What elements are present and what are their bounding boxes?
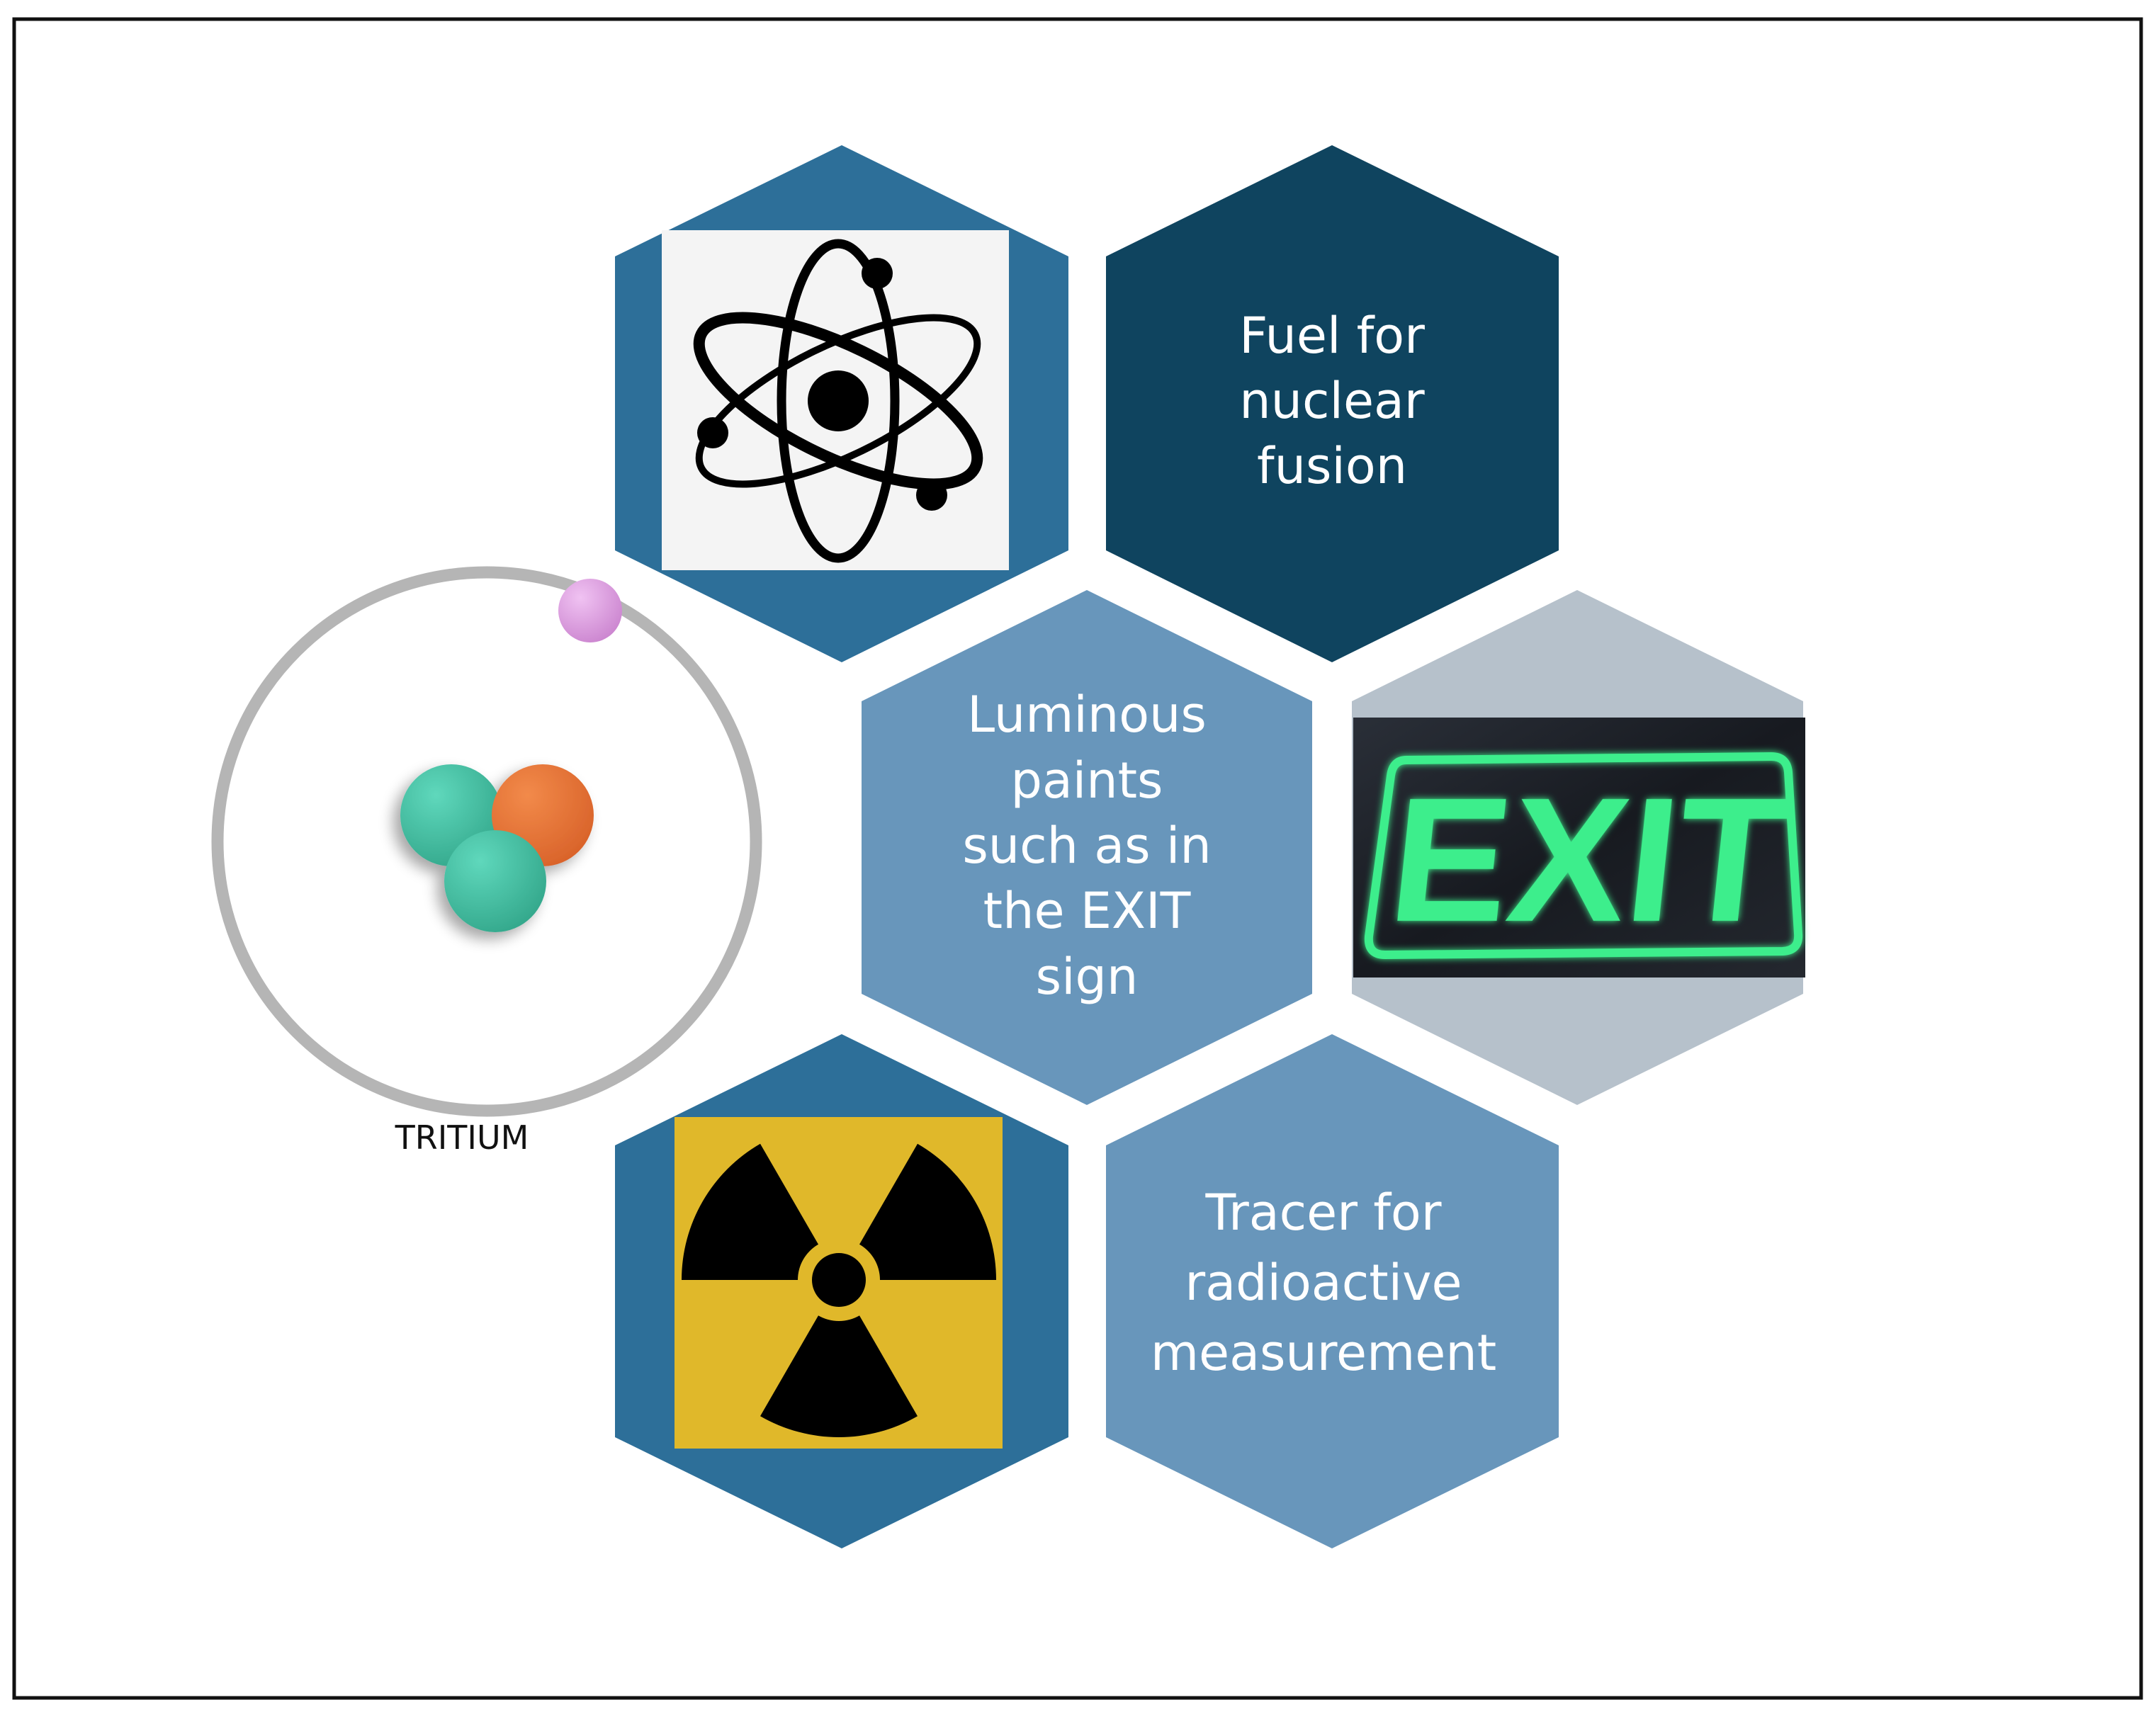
hexagon-luminous: Luminous paints such as in the EXIT sign <box>862 590 1312 1105</box>
luminous-label-line-2: paints <box>1010 752 1163 810</box>
tracer-label-line-3: measurement <box>1151 1324 1496 1382</box>
hexagon-atom <box>615 145 1068 662</box>
radiation-blade-3 <box>760 1315 918 1438</box>
tritium-atom: TRITIUM <box>211 566 762 1157</box>
luminous-label-line-4: the EXIT <box>983 882 1191 940</box>
luminous-label-line-5: sign <box>1036 948 1139 1006</box>
radiation-blade-1 <box>682 1143 818 1280</box>
exit-sign-border <box>1364 752 1803 960</box>
luminous-label-line-3: such as in <box>962 817 1211 875</box>
tracer-label-line-1: Tracer for <box>1205 1184 1442 1242</box>
fuel-label-line-2: nuclear <box>1239 372 1425 430</box>
hexagon-exit: EXIT <box>1352 590 1805 1105</box>
radiation-center-disc <box>812 1253 866 1307</box>
tritium-caption: TRITIUM <box>395 1118 529 1157</box>
hexagon-fuel: Fuel for nuclear fusion <box>1106 145 1559 662</box>
atom-icon <box>693 239 983 563</box>
hexagon-tracer: Tracer for radioactive measurement <box>1106 1034 1559 1548</box>
neutron-particle <box>444 830 546 932</box>
exit-sign-text: EXIT <box>1382 761 1796 959</box>
tracer-label-line-2: radioactive <box>1185 1254 1462 1312</box>
radiation-blade-2 <box>859 1143 996 1280</box>
nucleus <box>400 764 594 932</box>
fuel-label-line-3: fusion <box>1257 437 1407 495</box>
exit-sign-image: EXIT <box>1353 718 1805 978</box>
electron-particle <box>558 579 622 642</box>
fuel-label-line-1: Fuel for <box>1239 307 1425 365</box>
hexagon-radiation <box>615 1034 1068 1548</box>
radiation-hazard-icon <box>682 1143 996 1438</box>
luminous-label-line-1: Luminous <box>967 686 1207 744</box>
electron-orbit <box>211 566 762 1117</box>
